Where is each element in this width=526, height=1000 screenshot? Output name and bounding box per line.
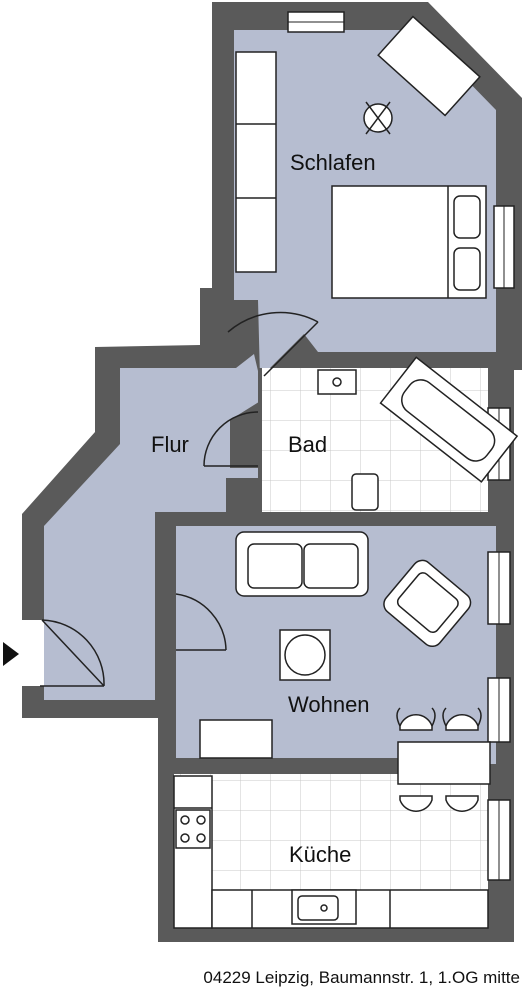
- room-label-schlafen: Schlafen: [290, 150, 376, 175]
- bathtub: [379, 356, 519, 483]
- wardrobe: [235, 51, 277, 273]
- address-caption: 04229 Leipzig, Baumannstr. 1, 1.OG mitte: [203, 968, 520, 987]
- room-label-flur: Flur: [151, 432, 189, 457]
- sideboard: [199, 719, 273, 759]
- stove: [175, 809, 211, 849]
- room-label-kueche: Küche: [289, 842, 351, 867]
- room-label-wohnen: Wohnen: [288, 692, 370, 717]
- entrance-door: [20, 619, 105, 687]
- entrance-arrow-icon: [3, 642, 19, 666]
- room-label-bad: Bad: [288, 432, 327, 457]
- door-wohnen: [175, 593, 227, 651]
- dining-chairs: [396, 707, 482, 812]
- armchair: [383, 559, 472, 648]
- coffee-table: [279, 629, 331, 681]
- door-schlafen: [227, 311, 319, 377]
- wall-bad-west: [258, 368, 262, 512]
- sofa: [235, 531, 369, 597]
- desk-chair: [363, 101, 393, 135]
- door-bad: [203, 411, 259, 467]
- washbasin: [317, 369, 357, 395]
- kitchen-sink: [291, 889, 357, 925]
- room-flur-floor: [44, 354, 262, 700]
- desk: [377, 15, 481, 117]
- dining-table: [397, 741, 491, 785]
- double-bed: [331, 185, 487, 299]
- toilet: [351, 473, 379, 511]
